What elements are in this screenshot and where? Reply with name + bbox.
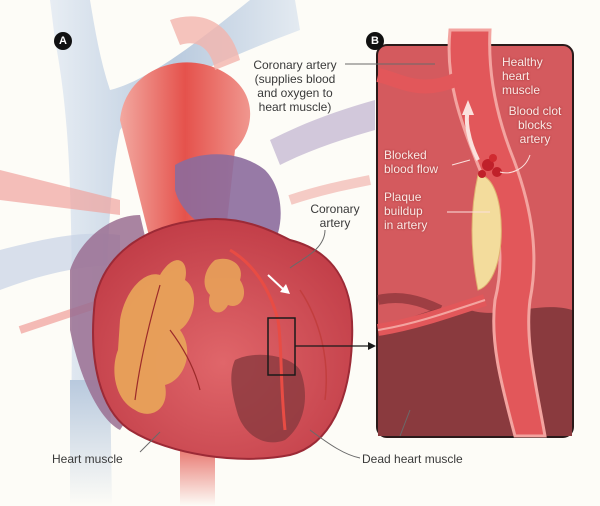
label-blocked-blood-flow: Blocked blood flow	[384, 148, 464, 176]
label-line: in artery	[384, 218, 428, 232]
panel-b-enlarged-artery	[376, 28, 574, 438]
label-line: Blood clot	[508, 104, 562, 118]
label-line: Plaque	[384, 190, 422, 204]
label-line: Blocked	[384, 148, 427, 162]
label-plaque-buildup: Plaque buildup in artery	[384, 190, 454, 232]
panel-b-badge: B	[366, 32, 384, 50]
label-line: buildup	[384, 204, 423, 218]
heart	[92, 218, 376, 460]
label-line: blocks	[517, 118, 552, 132]
label-line: artery	[319, 216, 351, 230]
label-line: and oxygen to	[257, 86, 333, 100]
label-blood-clot: Blood clot blocks artery	[495, 104, 575, 146]
label-healthy-heart-muscle: Healthy heart muscle	[502, 55, 572, 97]
panel-a-badge: A	[54, 32, 72, 50]
label-line: Coronary artery	[253, 58, 337, 72]
label-line: blood flow	[384, 162, 439, 176]
label-line: (supplies blood	[254, 72, 336, 86]
label-line: muscle	[502, 83, 541, 97]
label-coronary-artery-main: Coronary artery (supplies blood and oxyg…	[240, 58, 350, 114]
label-line: heart	[502, 69, 530, 83]
label-line: heart muscle)	[258, 100, 332, 114]
label-line: Coronary	[310, 202, 360, 216]
label-heart-muscle: Heart muscle	[52, 452, 123, 466]
label-line: Healthy	[502, 55, 543, 69]
label-dead-heart-muscle: Dead heart muscle	[362, 452, 463, 466]
label-line: artery	[519, 132, 551, 146]
leader-lines	[139, 63, 531, 459]
label-coronary-artery-heart: Coronary artery	[300, 202, 370, 230]
